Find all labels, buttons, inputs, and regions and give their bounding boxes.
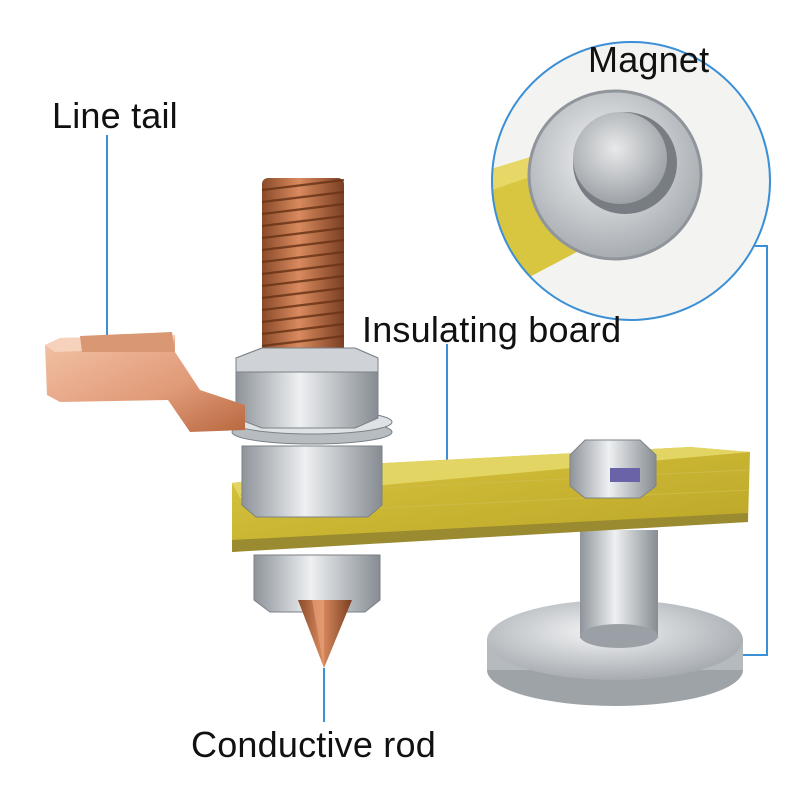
nut-stack [231, 347, 393, 518]
conductive-rod-label: Conductive rod [191, 724, 436, 765]
magnet-base [487, 530, 743, 706]
magnet-label: Magnet [588, 39, 710, 80]
line-tail-label: Line tail [52, 95, 178, 136]
line-tail-tab [45, 332, 245, 432]
insulating-board-label: Insulating board [362, 309, 622, 350]
leader-magnet [730, 245, 768, 656]
lower-nut-and-tip [253, 554, 381, 668]
board-bolt [569, 439, 657, 499]
copper-bolt [235, 178, 379, 373]
magnet-detail-circle [491, 41, 771, 321]
